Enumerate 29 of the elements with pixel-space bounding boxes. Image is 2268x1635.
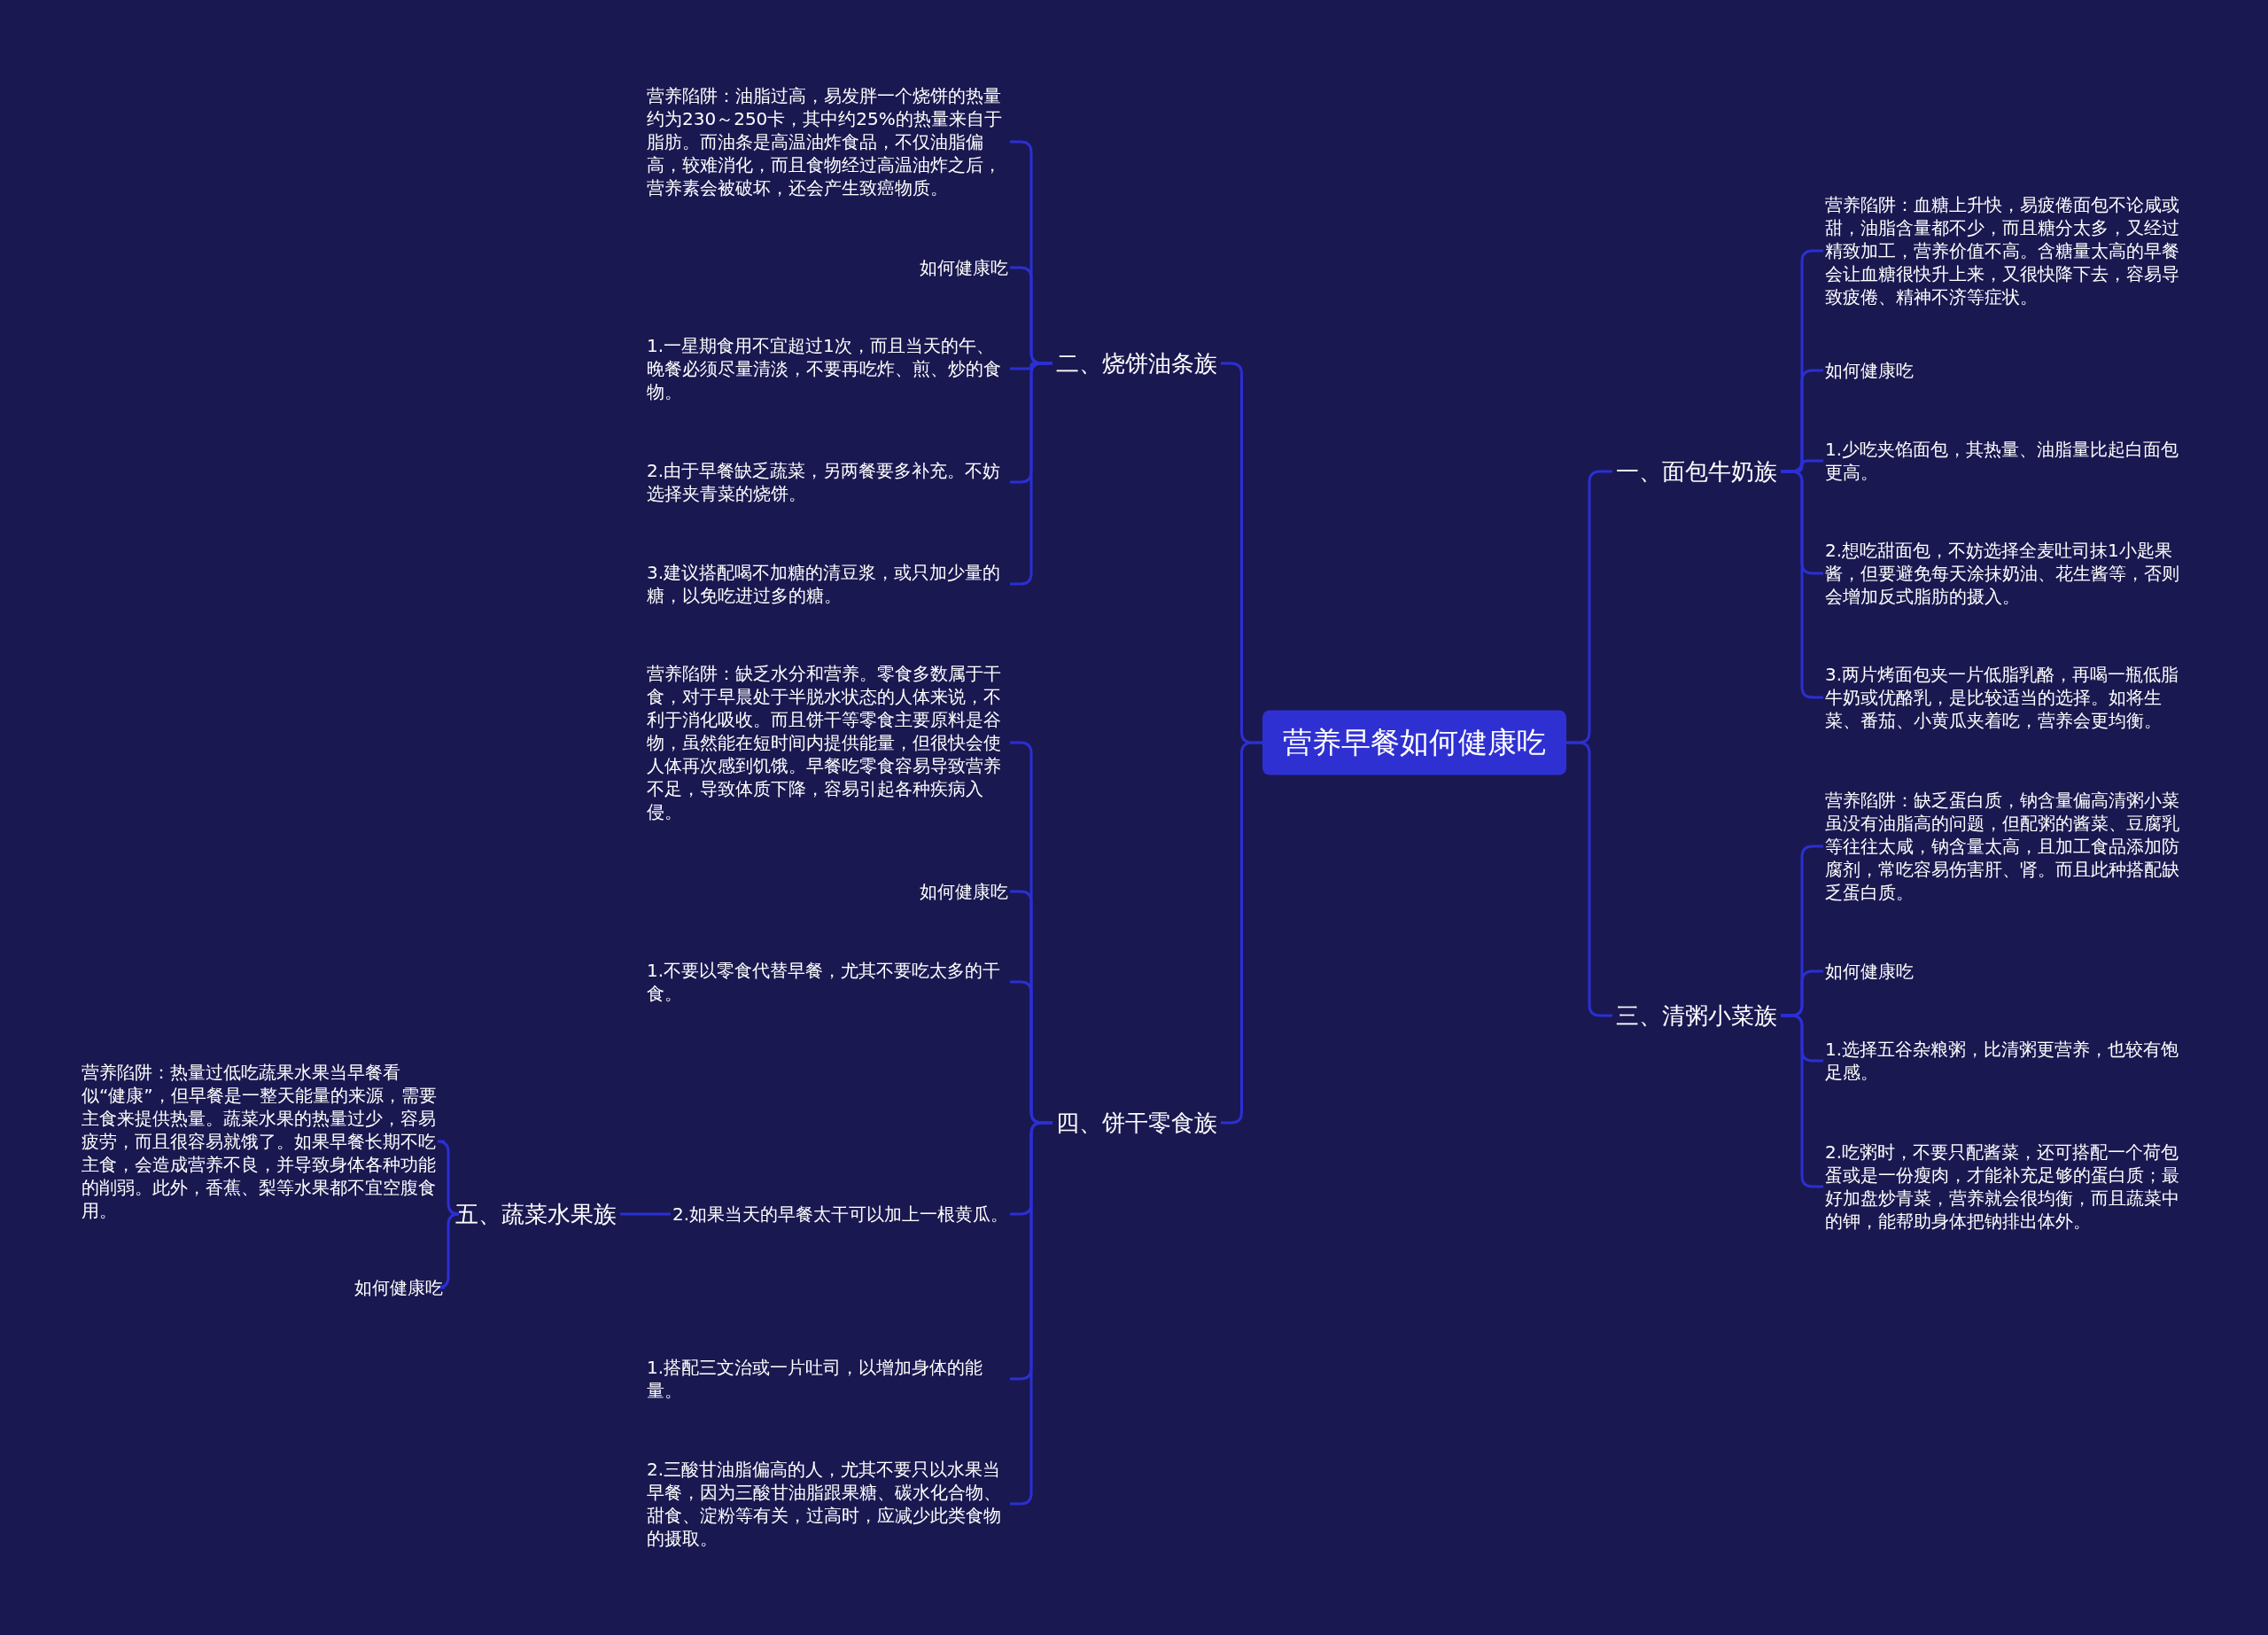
topic-text: 如何健康吃	[918, 880, 1010, 903]
topic-text: 2.吃粥时，不要只配酱菜，还可搭配一个荷包蛋或是一份瘦肉，才能补充足够的蛋白质；最好加盘炒青菜，营养就会很均衡，而且蔬菜中的钾，能帮助身体把钠排出体外。	[1823, 1141, 2188, 1233]
branch-topic: 五、蔬菜水果族	[452, 1196, 620, 1232]
connector-line	[620, 1212, 671, 1216]
topic-text: 1.选择五谷杂粮粥，比清粥更营养，也较有饱足感。	[1823, 1038, 2188, 1084]
topic-text: 营养陷阱：缺乏蛋白质，钠含量偏高清粥小菜虽没有油脂高的问题，但配粥的酱菜、豆腐乳等往往太咸，钠含量太高，且加工食品添加防腐剂，常吃容易伤害肝、肾。而且此种搭配缺乏蛋白质。	[1823, 789, 2188, 904]
topic-text: 2.由于早餐缺乏蔬菜，另两餐要多补充。不妨选择夹青菜的烧饼。	[645, 459, 1010, 505]
topic-text: 1.少吃夹馅面包，其热量、油脂量比起白面包更高。	[1823, 438, 2188, 484]
topic-text: 2.三酸甘油脂偏高的人，尤其不要只以水果当早餐，因为三酸甘油脂跟果糖、碳水化合物、甜食、淀粉等有关，过高时，应减少此类食物的摄取。	[645, 1458, 1010, 1550]
branch-topic: 四、饼干零食族	[1052, 1105, 1221, 1141]
topic-text: 营养陷阱：油脂过高，易发胖一个烧饼的热量约为230～250卡，其中约25%的热量来自于脂肪。而油条是高温油炸食品，不仅油脂偏高，较难消化，而且食物经过高温油炸之后，营养素会被破坏，还会产生致癌物质。	[645, 84, 1010, 199]
topic-text: 如何健康吃	[353, 1276, 445, 1299]
branch-topic: 二、烧饼油条族	[1052, 346, 1221, 381]
central-topic-box: 营养早餐如何健康吃	[1262, 710, 1566, 775]
branch-topic: 一、面包牛奶族	[1612, 454, 1781, 489]
topic-text: 如何健康吃	[1823, 359, 1915, 382]
topic-text: 营养陷阱：热量过低吃蔬果水果当早餐看似“健康”，但早餐是一整天能量的来源，需要主食来提供热量。蔬菜水果的热量过少，容易疲劳，而且很容易就饿了。如果早餐长期不吃主食，会造成营养不良，并导致身体各种功能的削弱。此外，香蕉、梨等水果都不宜空腹食用。	[80, 1061, 445, 1222]
topic-text: 营养陷阱：缺乏水分和营养。零食多数属于干食，对于早晨处于半脱水状态的人体来说，不利于消化吸收。而且饼干等零食主要原料是谷物，虽然能在短时间内提供能量，但很快会使人体再次感到饥饿。早餐吃零食容易导致营养不足，导致体质下降，容易引起各种疾病入侵。	[645, 662, 1010, 823]
topic-text: 如何健康吃	[918, 256, 1010, 279]
topic-text: 2.如果当天的早餐太干可以加上一根黄瓜。	[670, 1203, 1010, 1226]
topic-text: 2.想吃甜面包，不妨选择全麦吐司抹1小匙果酱，但要避免每天涂抹奶油、花生酱等，否则会增加反式脂肪的摄入。	[1823, 539, 2188, 608]
topic-text: 1.不要以零食代替早餐，尤其不要吃太多的干食。	[645, 959, 1010, 1005]
topic-text: 1.搭配三文治或一片吐司，以增加身体的能量。	[645, 1356, 1010, 1402]
topic-text: 营养陷阱：血糖上升快，易疲倦面包不论咸或甜，油脂含量都不少，而且糖分太多，又经过精致加工，营养价值不高。含糖量太高的早餐会让血糖很快升上来，又很快降下去，容易导致疲倦、精神不济等症状。	[1823, 193, 2188, 308]
topic-text: 3.两片烤面包夹一片低脂乳酪，再喝一瓶低脂牛奶或优酪乳，是比较适当的选择。如将生菜、番茄、小黄瓜夹着吃，营养会更均衡。	[1823, 663, 2188, 732]
branch-topic: 三、清粥小菜族	[1612, 998, 1781, 1033]
topic-text: 3.建议搭配喝不加糖的清豆浆，或只加少量的糖，以免吃进过多的糖。	[645, 561, 1010, 607]
topic-text: 如何健康吃	[1823, 960, 1915, 983]
topic-text: 1.一星期食用不宜超过1次，而且当天的午、晚餐必须尽量清淡，不要再吃炸、煎、炒的食物。	[645, 334, 1010, 403]
